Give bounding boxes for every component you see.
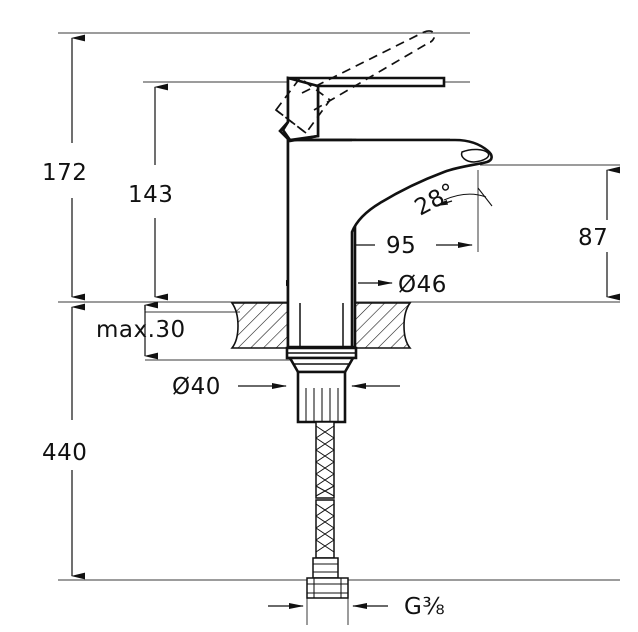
braided-flexible-hose — [312, 421, 339, 579]
dimension-lever-angle: 28° — [411, 178, 493, 221]
dimension-label-max-deck-thickness: max.30 — [96, 317, 186, 343]
dimension-label-hose-length: 440 — [42, 440, 87, 466]
dimension-label-body-height: 143 — [128, 182, 173, 208]
lever-handle-raised-outline — [274, 30, 436, 135]
hex-connector-nut — [306, 577, 349, 599]
dimension-label-thread-connection: G⅜ — [404, 594, 445, 620]
dimension-label-body-diameter: Ø46 — [398, 272, 447, 298]
mounting-shank-assembly — [285, 346, 358, 424]
dimension-max-deck-thickness: max.30 — [96, 301, 186, 360]
dimension-label-lever-angle: 28° — [411, 178, 461, 221]
deck-section-hatching — [230, 302, 412, 349]
dimension-thread-connection: G⅜ — [268, 583, 445, 625]
internal-cartridge-lines — [299, 303, 344, 348]
dimension-label-overall-height: 172 — [42, 160, 87, 186]
faucet-spout — [286, 138, 493, 349]
dimension-overall-height: 172 — [42, 34, 87, 301]
dimension-hose-length: 440 — [42, 303, 87, 580]
dimension-shank-diameter: Ø40 — [172, 374, 400, 400]
dimension-label-spout-height: 87 — [578, 225, 608, 251]
dimension-label-shank-diameter: Ø40 — [172, 374, 221, 400]
dimension-body-height: 143 — [128, 83, 173, 301]
dimension-label-spout-reach: 95 — [386, 233, 416, 259]
dimension-spout-height: 87 — [578, 166, 620, 301]
